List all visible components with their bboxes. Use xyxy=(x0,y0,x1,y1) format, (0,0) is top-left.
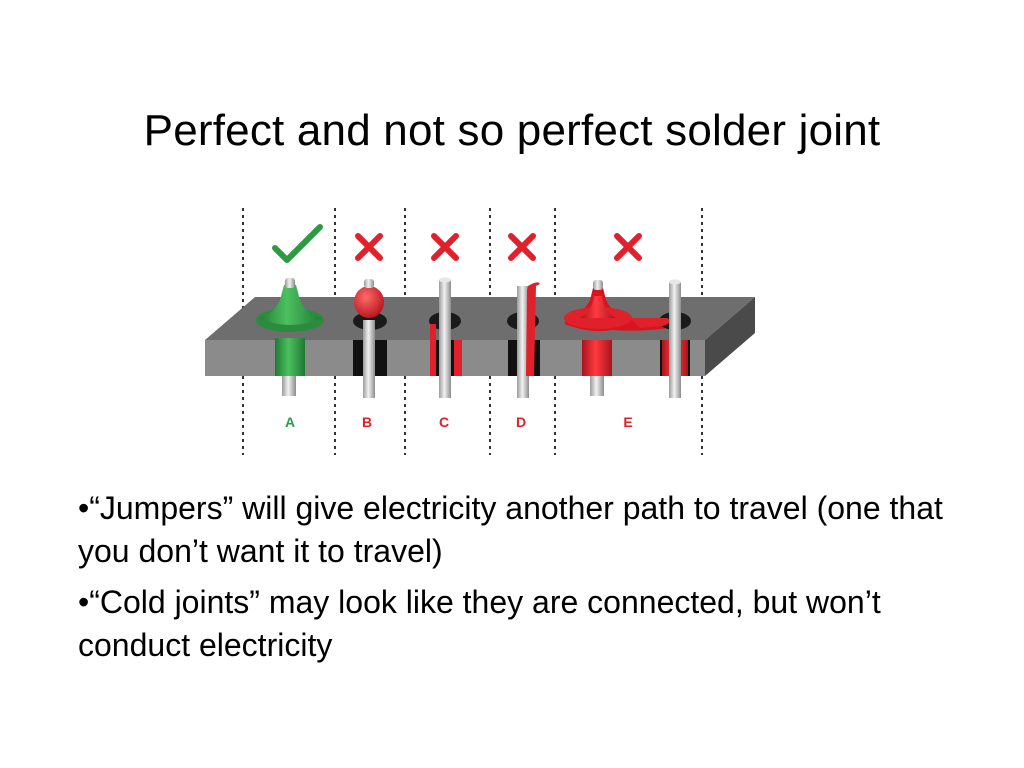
bullet-item-cold-joints: •“Cold joints” may look like they are co… xyxy=(78,581,958,667)
joint-d-lead-only xyxy=(507,282,540,398)
joint-e-bridge xyxy=(564,279,691,398)
bullet-item-jumpers: •“Jumpers” will give electricity another… xyxy=(78,487,958,573)
check-icon xyxy=(272,224,323,263)
joint-a-good xyxy=(256,278,324,396)
bullet-list: •“Jumpers” will give electricity another… xyxy=(78,487,958,675)
bullet-marker: • xyxy=(78,584,90,620)
joint-label-e: E xyxy=(623,414,632,430)
joint-b-cold xyxy=(353,279,387,398)
x-icon xyxy=(614,233,642,261)
bullet-text: “Cold joints” may look like they are con… xyxy=(78,584,881,663)
joint-c-insufficient xyxy=(429,277,462,398)
joint-label-d: D xyxy=(516,414,526,430)
solder-joint-diagram: A B C D E xyxy=(205,208,755,455)
bullet-marker: • xyxy=(78,490,90,526)
separator-lines xyxy=(242,208,703,455)
slide-title: Perfect and not so perfect solder joint xyxy=(143,106,881,155)
x-icon xyxy=(508,233,536,261)
x-icon xyxy=(355,233,383,261)
joint-label-c: C xyxy=(439,414,449,430)
joint-label-a: A xyxy=(285,414,295,430)
x-icon xyxy=(431,233,459,261)
bullet-text: “Jumpers” will give electricity another … xyxy=(78,490,943,569)
joint-label-b: B xyxy=(362,414,372,430)
